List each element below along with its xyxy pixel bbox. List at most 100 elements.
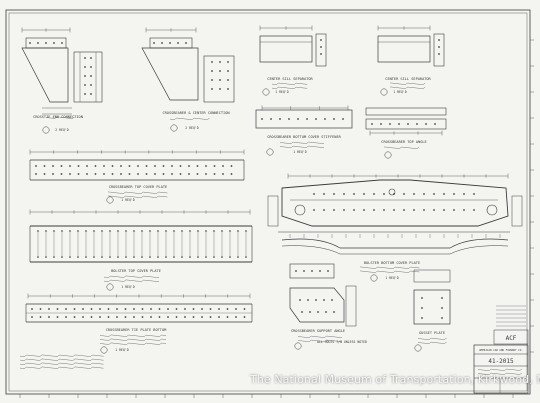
drawing-border bbox=[5, 9, 534, 398]
part-balloon bbox=[100, 346, 108, 354]
rivet-hole bbox=[56, 316, 59, 318]
rivet-hole bbox=[177, 42, 179, 44]
rivet-hole bbox=[213, 173, 216, 175]
rivet-hole bbox=[69, 165, 71, 167]
rivet-hole bbox=[184, 316, 186, 318]
part-balloon bbox=[380, 88, 388, 96]
rivet-hole bbox=[201, 308, 203, 310]
rivet-hole bbox=[158, 316, 161, 318]
rivet-hole bbox=[205, 165, 207, 167]
rivet-hole bbox=[213, 230, 215, 232]
rivet-hole bbox=[243, 316, 246, 318]
rivet-hole bbox=[441, 317, 443, 319]
rivet-hole bbox=[188, 165, 190, 167]
rivet-hole bbox=[84, 93, 86, 95]
rivet-hole bbox=[133, 308, 135, 310]
rivet-hole bbox=[35, 165, 37, 167]
rivet-hole bbox=[90, 57, 92, 59]
drawing-label: 2 REQ'D bbox=[185, 126, 199, 130]
rivet-hole bbox=[37, 42, 39, 44]
rivet-hole bbox=[162, 165, 165, 167]
rivet-hole bbox=[179, 165, 182, 167]
rivet-hole bbox=[124, 316, 127, 318]
rivet-hole bbox=[323, 299, 325, 301]
rivet-hole bbox=[109, 230, 111, 232]
rivet-hole bbox=[226, 308, 229, 310]
museum-watermark: The National Museum of Transportation, K… bbox=[250, 373, 540, 386]
company-name: AMERICAN CAR AND FOUNDRY CO. bbox=[479, 348, 523, 352]
rivet-hole bbox=[227, 79, 229, 81]
rivet-hole bbox=[222, 173, 224, 175]
rivet-hole bbox=[133, 316, 135, 318]
rivet-hole bbox=[230, 165, 233, 167]
rivet-hole bbox=[433, 209, 435, 211]
rivet-hole bbox=[213, 165, 216, 167]
rivet-hole bbox=[245, 256, 247, 258]
rivet-hole bbox=[117, 256, 119, 258]
rivet-hole bbox=[227, 88, 229, 90]
rivet-hole bbox=[213, 256, 215, 258]
rivet-hole bbox=[99, 308, 101, 310]
rivet-hole bbox=[311, 270, 313, 272]
rivet-hole bbox=[120, 165, 122, 167]
rivet-hole bbox=[306, 118, 308, 120]
part-balloon bbox=[106, 196, 114, 204]
rivet-hole bbox=[219, 88, 221, 90]
rivet-hole bbox=[227, 70, 229, 72]
drawing-label: CROSSBEARER SUPPORT ANGLE bbox=[291, 329, 345, 333]
rivet-hole bbox=[211, 88, 213, 90]
rivet-hole bbox=[101, 256, 103, 258]
part-balloon bbox=[266, 148, 274, 156]
rivet-hole bbox=[331, 299, 333, 301]
rivet-hole bbox=[423, 193, 425, 195]
rivet-hole bbox=[443, 193, 445, 195]
rivet-hole bbox=[219, 70, 221, 72]
rivet-hole bbox=[116, 316, 118, 318]
rivet-hole bbox=[227, 61, 229, 63]
rivet-hole bbox=[39, 308, 42, 310]
rivet-hole bbox=[209, 308, 212, 310]
rivet-hole bbox=[315, 118, 317, 120]
drawing-label: 1 REQ'D bbox=[393, 90, 407, 94]
rivet-hole bbox=[211, 79, 213, 81]
rivet-hole bbox=[373, 193, 375, 195]
general-notes: ALL HOLES 7/8 UNLESS NOTED bbox=[19, 340, 367, 369]
rivet-hole bbox=[149, 230, 151, 232]
rivet-hole bbox=[288, 118, 290, 120]
rivet-hole bbox=[133, 256, 135, 258]
drawing-label: 1 REQ'D bbox=[275, 90, 289, 94]
rivet-hole bbox=[153, 42, 155, 44]
rivet-hole bbox=[317, 311, 319, 313]
rivet-hole bbox=[175, 316, 178, 318]
rivet-hole bbox=[77, 165, 80, 167]
rivet-hole bbox=[150, 316, 152, 318]
rivet-hole bbox=[245, 230, 247, 232]
rivet-hole bbox=[128, 165, 131, 167]
rivet-hole bbox=[196, 165, 199, 167]
rivet-hole bbox=[90, 316, 93, 318]
rivet-hole bbox=[56, 308, 59, 310]
rivet-hole bbox=[171, 173, 173, 175]
rivet-hole bbox=[179, 173, 182, 175]
rivet-hole bbox=[189, 230, 191, 232]
rivet-hole bbox=[319, 270, 321, 272]
rivet-hole bbox=[69, 256, 71, 258]
rivet-hole bbox=[463, 193, 465, 195]
rivet-hole bbox=[222, 165, 224, 167]
rivet-hole bbox=[145, 165, 148, 167]
rivet-hole bbox=[141, 316, 144, 318]
rivet-hole bbox=[35, 173, 37, 175]
drawing-label: 1 REQ'D bbox=[115, 348, 129, 352]
rivet-hole bbox=[84, 66, 86, 68]
part-balloon bbox=[170, 124, 178, 132]
rivet-hole bbox=[157, 256, 159, 258]
rivet-hole bbox=[226, 316, 229, 318]
rivet-hole bbox=[116, 308, 118, 310]
rivet-hole bbox=[315, 299, 317, 301]
rivet-hole bbox=[333, 118, 335, 120]
rivet-hole bbox=[407, 123, 409, 125]
rivet-hole bbox=[90, 308, 93, 310]
